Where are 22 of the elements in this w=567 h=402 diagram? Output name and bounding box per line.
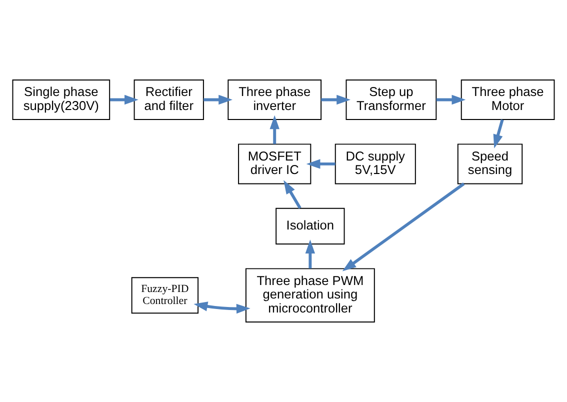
arrow — [305, 240, 316, 269]
node-box: Isolation — [276, 208, 345, 244]
node-box: Three phase PWM generation using microcontroller — [245, 268, 375, 323]
node-box: Step up Transformer — [346, 79, 437, 120]
node-box: DC supply 5V,15V — [334, 144, 416, 184]
node-box: MOSFET driver IC — [238, 144, 312, 184]
arrow — [194, 302, 250, 314]
arrow — [493, 119, 504, 148]
node-box: Three phase Motor — [460, 79, 555, 120]
node-box: Three phase inverter — [228, 79, 322, 120]
node-box: Rectifier and filter — [134, 79, 204, 120]
node-box: Fuzzy-PID Controller — [131, 277, 199, 314]
arrow — [110, 94, 138, 105]
arrow — [321, 94, 350, 105]
node-box: Single phase supply(230V) — [12, 79, 110, 120]
arrow — [342, 182, 465, 272]
node-box: Speed sensing — [457, 144, 523, 184]
arrow — [204, 94, 232, 105]
arrow — [436, 94, 466, 105]
arrow — [270, 115, 280, 144]
arrow — [284, 180, 302, 209]
arrow — [306, 159, 336, 169]
